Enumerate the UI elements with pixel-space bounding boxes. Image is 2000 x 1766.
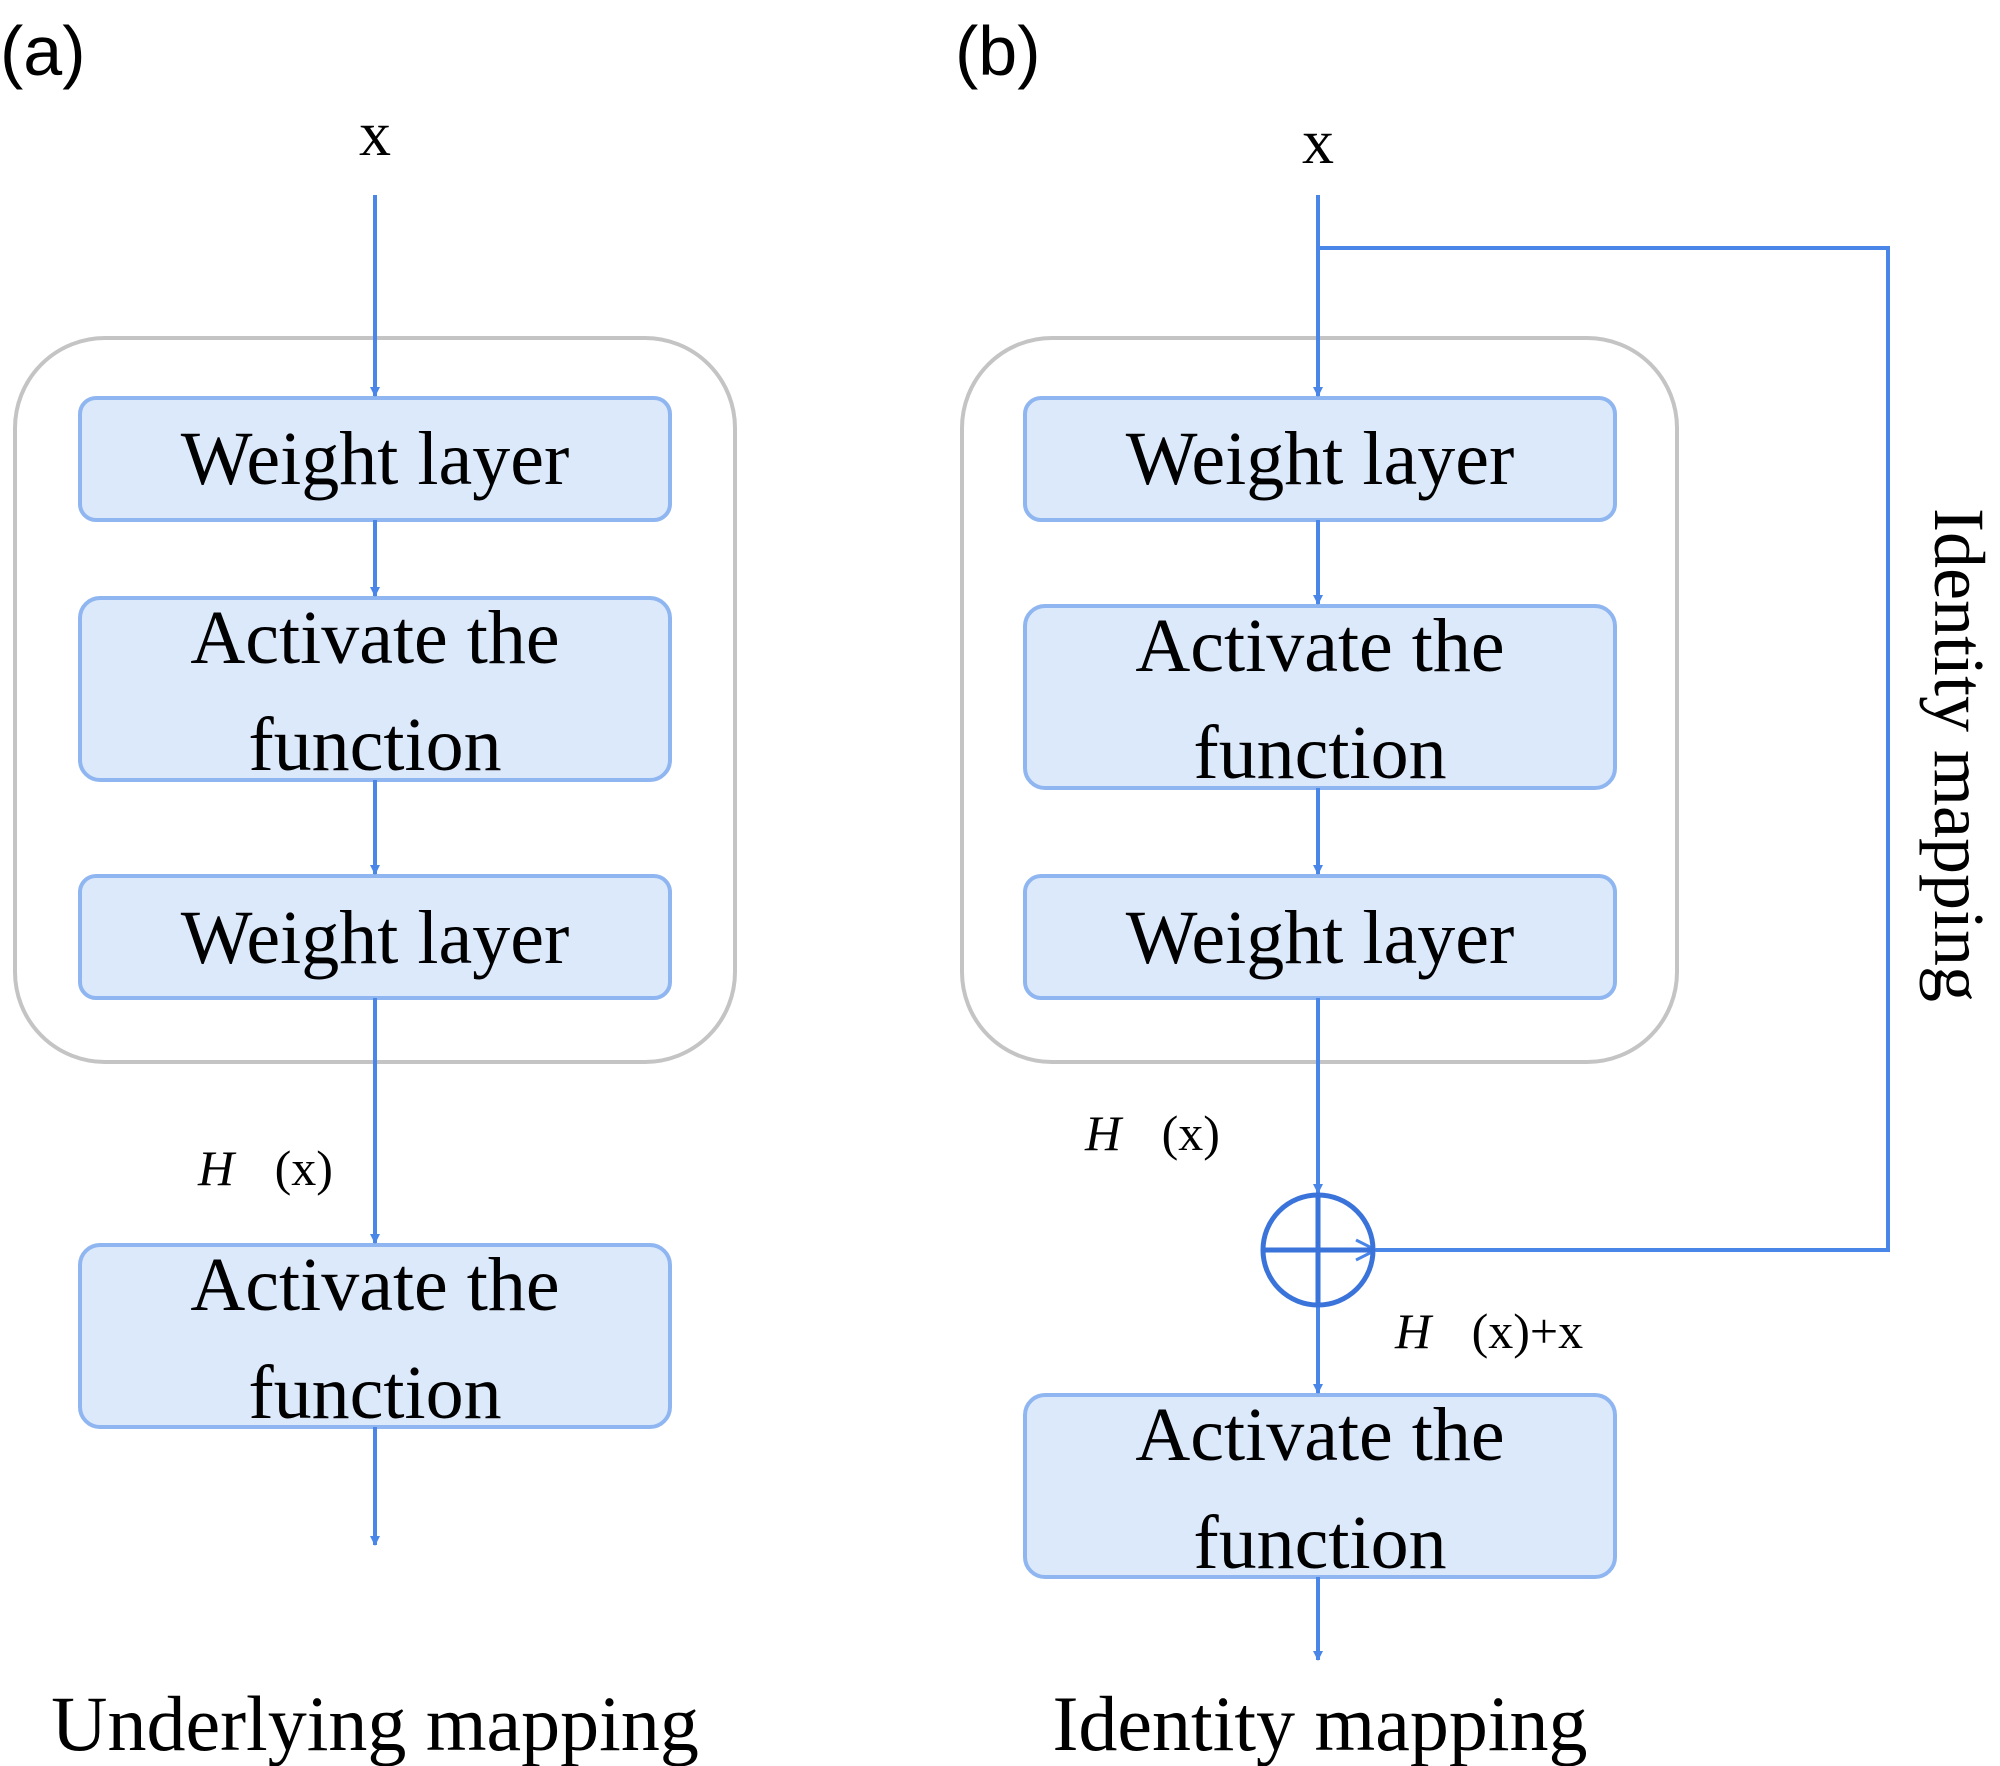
panel-a-block-activate-1-line2: function xyxy=(248,703,501,787)
panel-b-block-weight-2: Weight layer xyxy=(1023,874,1617,1000)
panel-a-h-rest: (x) xyxy=(275,1140,333,1196)
panel-b-block-activate-1-line1: Activate the xyxy=(1135,604,1504,688)
panel-b-block-activate-2-line2: function xyxy=(1193,1501,1446,1585)
panel-b-block-weight-2-label: Weight layer xyxy=(1126,896,1515,980)
panel-b-input-label: x xyxy=(1302,106,1334,177)
panel-b-block-activate-1-line2: function xyxy=(1193,711,1446,795)
panel-b-block-weight-1: Weight layer xyxy=(1023,396,1617,522)
panel-a-h-symbol: H xyxy=(197,1140,237,1196)
panel-b-caption: Identity mapping xyxy=(1052,1680,1587,1766)
panel-a-block-weight-1-label: Weight layer xyxy=(181,417,570,501)
panel-a-caption: Underlying mapping xyxy=(51,1680,699,1766)
panel-a-block-weight-2: Weight layer xyxy=(78,874,672,1000)
panel-a-block-weight-1: Weight layer xyxy=(78,396,672,522)
panel-b-sum-label: H (x)+x xyxy=(1394,1303,1583,1359)
panel-b-h-symbol: H xyxy=(1084,1105,1124,1161)
panel-a-block-activate-2: Activate the function xyxy=(78,1243,672,1435)
panel-b: (b) x Weight layer Activate the function… xyxy=(955,12,1999,1766)
panel-b-block-weight-1-label: Weight layer xyxy=(1126,417,1515,501)
panel-b-block-activate-2-line1: Activate the xyxy=(1135,1393,1504,1477)
circle-plus-icon xyxy=(1260,1192,1376,1308)
panel-b-skip-connection xyxy=(1318,246,1890,1250)
panel-b-h-rest: (x) xyxy=(1162,1105,1220,1161)
panel-a-block-activate-1-line1: Activate the xyxy=(190,596,559,680)
panel-a-block-activate-1: Activate the function xyxy=(78,596,672,787)
panel-a-block-weight-2-label: Weight layer xyxy=(181,896,570,980)
panel-b-tag: (b) xyxy=(955,12,1041,90)
panel-b-block-activate-1: Activate the function xyxy=(1023,604,1617,795)
panel-a-h-label: H (x) xyxy=(197,1140,333,1196)
panel-b-block-activate-2: Activate the function xyxy=(1023,1393,1617,1585)
panel-b-skip-label: Identity mapping xyxy=(1919,508,1999,1002)
panel-b-sum-symbol: H xyxy=(1394,1303,1434,1359)
panel-a-tag: (a) xyxy=(0,12,86,90)
panel-a: (a) x Weight layer Activate the function… xyxy=(0,12,737,1766)
panel-a-block-activate-2-line1: Activate the xyxy=(190,1243,559,1327)
panel-a-input-label: x xyxy=(359,98,391,169)
panel-b-h-label: H (x) xyxy=(1084,1105,1220,1161)
panel-a-block-activate-2-line2: function xyxy=(248,1351,501,1435)
panel-b-sum-rest: (x)+x xyxy=(1472,1303,1584,1359)
